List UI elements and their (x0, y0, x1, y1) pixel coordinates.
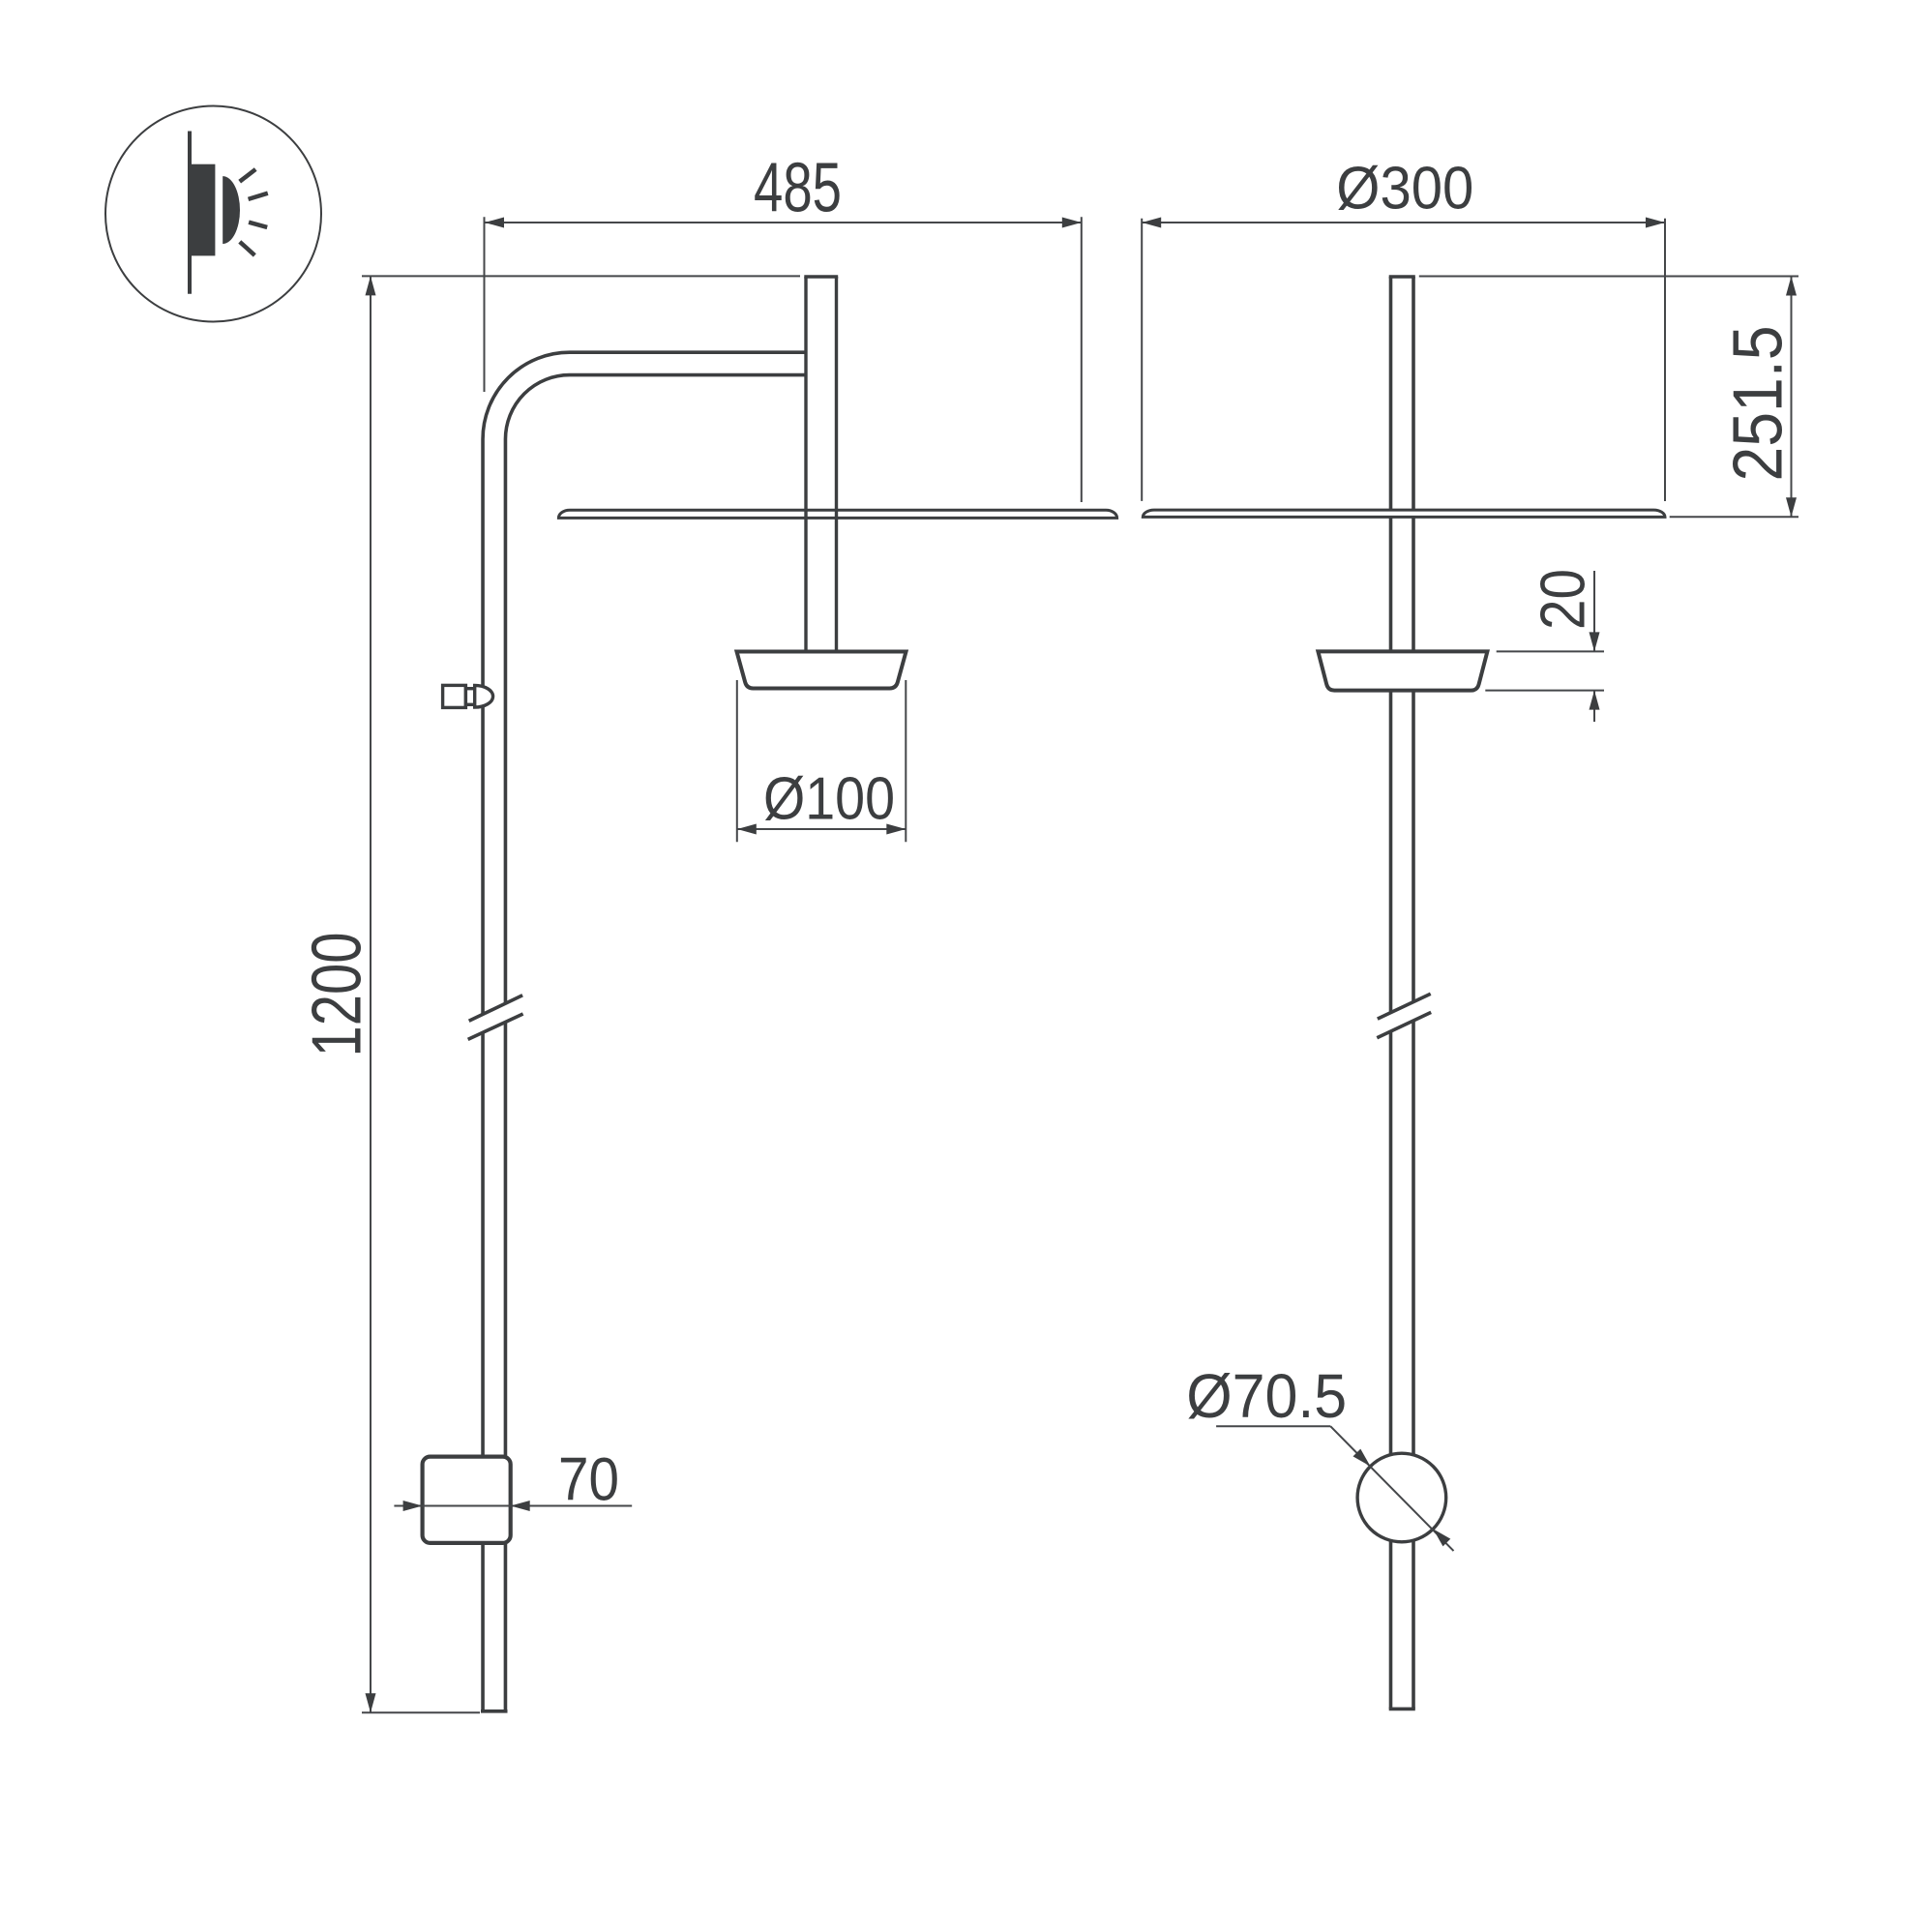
svg-text:Ø300: Ø300 (1336, 156, 1473, 223)
svg-text:Ø70.5: Ø70.5 (1186, 1361, 1347, 1431)
svg-text:1200: 1200 (299, 933, 376, 1057)
svg-text:20: 20 (1527, 569, 1597, 630)
svg-text:Ø100: Ø100 (763, 766, 895, 833)
svg-text:70: 70 (558, 1446, 619, 1514)
svg-text:251.5: 251.5 (1720, 326, 1798, 482)
svg-text:485: 485 (754, 149, 842, 226)
